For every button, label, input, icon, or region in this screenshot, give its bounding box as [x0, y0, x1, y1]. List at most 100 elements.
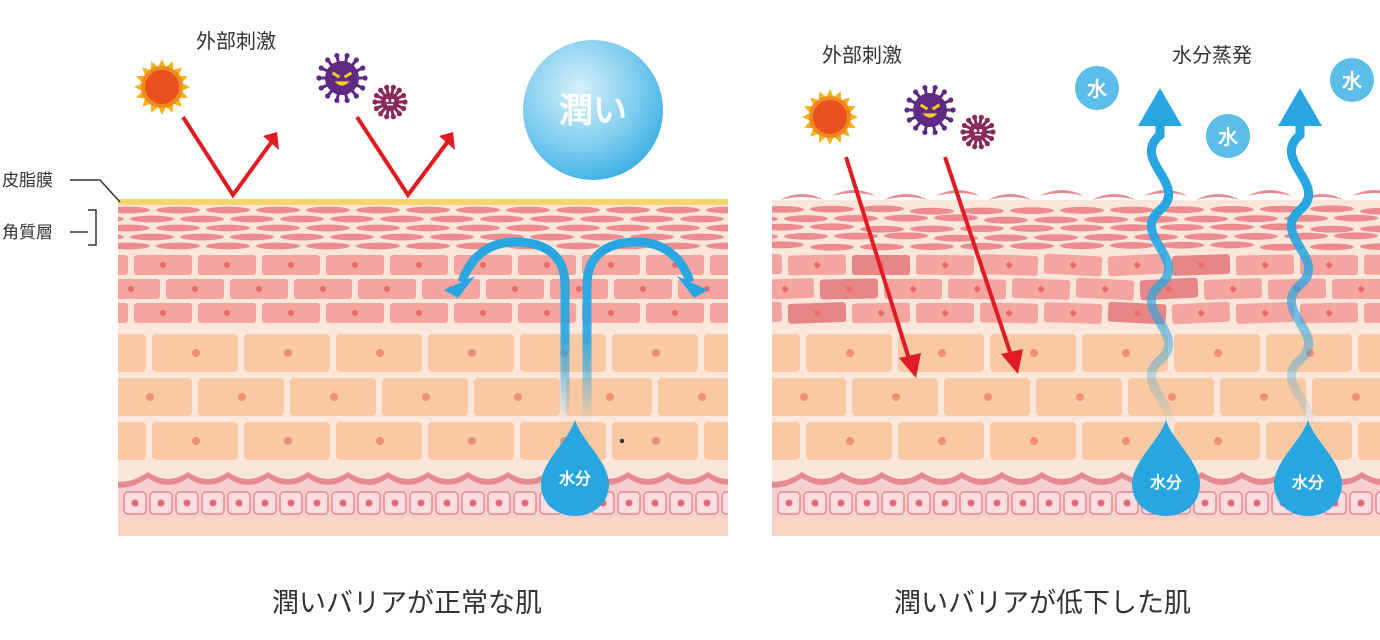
- skin-cell: [134, 303, 192, 323]
- skin-cell: [1299, 302, 1359, 324]
- corneum-cell: [1310, 243, 1354, 251]
- arrow-head: [439, 132, 455, 150]
- skin-cell: [612, 334, 698, 372]
- skin-cell: [898, 422, 984, 460]
- corneum-cell: [206, 242, 250, 250]
- skin-cell: [566, 378, 652, 416]
- skin-cell: [772, 254, 783, 276]
- skin-cell: [1203, 278, 1263, 300]
- corneum-cell: [1160, 206, 1204, 214]
- corneum-cell: [1110, 242, 1154, 249]
- corneum-cell: [118, 216, 124, 222]
- corneum-cell: [280, 215, 324, 223]
- basal-layer: [118, 472, 728, 536]
- water-drop-icon: 水分: [1274, 420, 1342, 516]
- skin-cell: [646, 303, 704, 323]
- corneum-cell: [834, 232, 878, 240]
- arrow-head: [263, 132, 279, 150]
- corneum-cell: [772, 216, 778, 222]
- corneum-cell: [1360, 207, 1380, 215]
- corneum-cell: [118, 234, 124, 240]
- skin-cell: [1174, 422, 1260, 460]
- corneum-cell: [380, 233, 424, 241]
- skin-cell: [1171, 254, 1231, 276]
- corneum-cell: [180, 215, 224, 223]
- corneum-cell: [580, 233, 624, 241]
- basal-cell: [1219, 491, 1243, 515]
- corneum-cell: [772, 223, 804, 231]
- skin-cell: [1235, 254, 1295, 276]
- virus-icon: [316, 52, 368, 104]
- corneum-cell: [910, 243, 954, 251]
- skin-cell: [944, 378, 1030, 416]
- corneum-cell: [834, 215, 878, 222]
- skin-cell: [486, 279, 544, 299]
- basal-cell: [1089, 491, 1113, 515]
- corneum-cell: [606, 206, 650, 214]
- peeling-scale: [780, 194, 824, 200]
- skin-cell: [990, 422, 1076, 460]
- corneum-cell: [1210, 206, 1254, 213]
- corneum-cell: [506, 224, 550, 232]
- healthy-skin-panel: 皮脂膜 角質層 外部刺激 潤い 水分 潤いバリアが正常な肌: [2, 29, 728, 619]
- lower-cell-layer: [772, 334, 1380, 460]
- corneum-cell: [356, 206, 400, 214]
- corneum-cell: [910, 207, 954, 215]
- skin-cell: [979, 254, 1039, 276]
- corneum-cell: [706, 206, 728, 214]
- basal-cell: [461, 491, 485, 515]
- corneum-cell: [810, 205, 854, 213]
- corneum-cell: [960, 207, 1004, 215]
- corneum-cell: [356, 224, 400, 232]
- water-drop-icon: 水分: [541, 420, 609, 516]
- skin-cell: [1332, 279, 1380, 299]
- corneum-cell: [56, 225, 100, 232]
- skin-cell: [198, 303, 256, 323]
- basal-cell: [279, 491, 303, 515]
- corneum-cell: [380, 215, 424, 223]
- water-label: 水: [1342, 69, 1363, 93]
- skin-cell: [166, 279, 224, 299]
- evaporation-arrow: [1147, 122, 1173, 436]
- corneum-cell: [1234, 215, 1278, 223]
- peeling-scale: [988, 194, 1032, 200]
- arrow-head: [677, 276, 708, 298]
- virus-icon: [904, 84, 956, 136]
- skin-cell: [326, 255, 384, 275]
- corneum-cell: [1310, 225, 1354, 233]
- basal-cell: [777, 491, 801, 515]
- skin-cell: [290, 378, 376, 416]
- corneum-cell: [1034, 216, 1078, 224]
- basal-cell: [123, 491, 147, 515]
- skin-cell: [262, 303, 320, 323]
- skin-cell: [704, 422, 728, 460]
- corneum-cell: [406, 242, 450, 250]
- corneum-cell: [256, 206, 300, 214]
- skin-cell: [118, 378, 192, 416]
- corneum-cell: [580, 215, 624, 223]
- corneum-cell: [256, 242, 300, 250]
- corneum-cell: [1360, 243, 1380, 250]
- corneum-cell: [1184, 233, 1228, 241]
- virus-icon: [372, 84, 408, 120]
- corneum-cell: [456, 224, 500, 232]
- peeling-scale: [884, 194, 928, 200]
- skin-cell: [851, 302, 911, 324]
- basal-cell: [1063, 491, 1087, 515]
- skin-cell: [262, 255, 320, 275]
- corneum-cell: [306, 206, 350, 214]
- corneum-cell: [934, 214, 978, 222]
- peeling-scale: [1248, 190, 1292, 196]
- skin-cell: [118, 255, 128, 275]
- corneum-cell: [1334, 214, 1378, 222]
- water-drop-icon: 水分: [1132, 420, 1200, 516]
- skin-cell: [612, 422, 698, 460]
- skin-cell: [1364, 303, 1380, 323]
- corneum-cell: [1084, 216, 1128, 224]
- corneum-cell: [406, 206, 450, 214]
- corneum-cell: [506, 206, 550, 214]
- moisture-retention-arrow-right: [582, 237, 695, 420]
- skin-cell: [704, 334, 728, 372]
- corneum-cell: [430, 215, 474, 223]
- sebum-film: [118, 199, 728, 205]
